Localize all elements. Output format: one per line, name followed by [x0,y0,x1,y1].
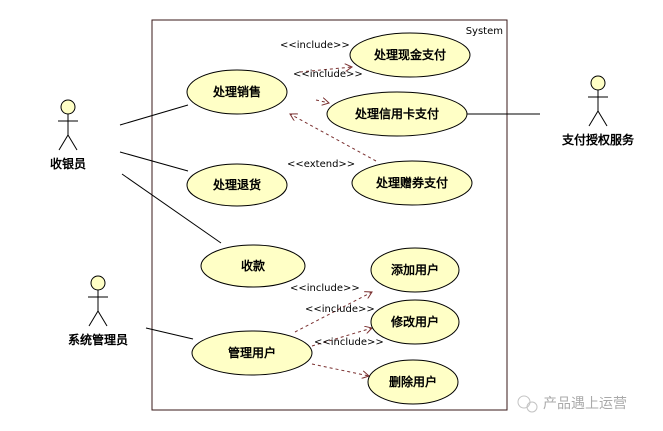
use-case-delete-user[interactable]: 删除用户 [367,359,459,405]
actor-payment-service[interactable]: 支付授权服务 [561,75,635,147]
use-case-coupon-label: 处理赠券支付 [375,175,448,190]
assoc-cashier-sales [119,104,189,126]
stick-figure-icon [588,75,608,127]
use-case-collect-label: 收款 [241,258,266,273]
stereotype-extend-coupon: <<extend>> [287,159,355,170]
use-case-sales-label: 处理销售 [212,84,261,99]
use-case-cash[interactable]: 处理现金支付 [349,32,471,78]
actor-admin-label: 系统管理员 [68,332,128,347]
use-case-manage-user[interactable]: 管理用户 [191,330,313,376]
stick-figure-icon [58,99,78,151]
stereotype-include-add: <<include>> [290,283,360,294]
use-case-manage-user-label: 管理用户 [228,345,276,360]
actor-admin[interactable]: 系统管理员 [68,275,128,347]
use-case-collect[interactable]: 收款 [200,244,306,288]
use-case-delete-user-label: 删除用户 [389,374,437,389]
use-case-edit-user[interactable]: 修改用户 [370,299,460,345]
stereotype-include-edit: <<include>> [305,304,375,315]
use-case-cash-label: 处理现金支付 [373,47,446,62]
use-case-returns-label: 处理退货 [212,177,261,192]
assoc-admin-manage [145,327,194,340]
watermark: 产品遇上运营 [517,395,627,413]
assoc-cashier-collect [121,173,222,244]
include-add-arrow [294,292,372,333]
stereotype-include-cash: <<include>> [280,40,350,51]
actor-payment-service-label: 支付授权服务 [561,132,635,147]
stereotype-include-credit: <<include>> [293,69,363,80]
use-case-edit-user-label: 修改用户 [390,314,439,329]
extend-coupon-arrow [290,114,377,162]
use-case-credit-label: 处理信用卡支付 [354,106,439,121]
actor-cashier[interactable]: 收银员 [50,99,86,171]
use-case-add-user-label: 添加用户 [391,262,439,277]
include-edit-arrow [311,328,372,347]
watermark-text: 产品遇上运营 [543,396,627,412]
use-case-sales[interactable]: 处理销售 [186,69,288,115]
include-cash-arrow [299,67,352,73]
include-delete-arrow [311,363,369,376]
system-label: System [466,26,503,37]
use-case-add-user[interactable]: 添加用户 [370,247,460,293]
wechat-icon [517,395,538,413]
use-case-coupon[interactable]: 处理赠券支付 [351,160,473,206]
stereotype-include-delete: <<include>> [314,337,384,348]
include-credit-arrow [315,100,329,103]
use-case-returns[interactable]: 处理退货 [186,163,288,207]
stick-figure-icon [88,275,108,327]
assoc-cashier-returns [119,151,189,172]
use-case-credit[interactable]: 处理信用卡支付 [326,91,468,137]
actor-cashier-label: 收银员 [50,156,86,171]
